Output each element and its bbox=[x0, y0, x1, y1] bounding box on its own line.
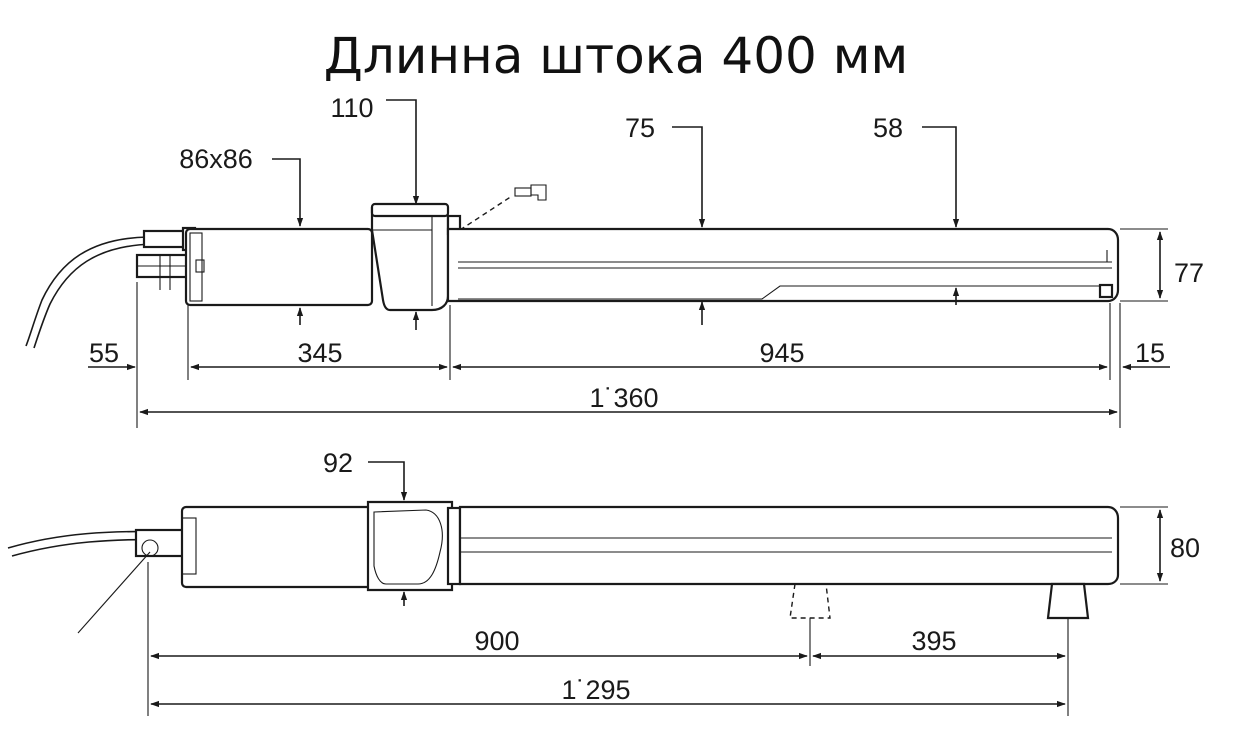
dim-end-offset: 15 bbox=[1135, 338, 1165, 368]
callout-cover: 110 bbox=[330, 93, 373, 123]
bottom-view: 92 80 900 395 1˙295 bbox=[7, 448, 1200, 716]
dim-top-total: 1˙360 bbox=[589, 383, 658, 413]
bottom-motor-housing bbox=[180, 505, 374, 589]
bottom-front-bracket-dashed bbox=[789, 583, 831, 619]
dim-tube-len: 945 bbox=[759, 338, 804, 368]
top-release-cover bbox=[370, 206, 450, 312]
bottom-tube bbox=[458, 505, 1120, 586]
dim-left-offset: 55 bbox=[89, 338, 119, 368]
top-cable-gland bbox=[142, 229, 186, 249]
top-view: 86x86 110 75 58 77 55 345 945 15 bbox=[25, 93, 1204, 428]
top-tube bbox=[446, 227, 1120, 303]
page-title: Длинна штока 400 мм bbox=[324, 27, 908, 85]
dim-bottom-height: 80 bbox=[1170, 533, 1200, 563]
dim-to-bracket: 900 bbox=[474, 626, 519, 656]
dim-bottom-total: 1˙295 bbox=[561, 675, 630, 705]
callout-rod: 58 bbox=[873, 113, 903, 143]
dim-top-height: 77 bbox=[1174, 258, 1204, 288]
callout-tube: 75 bbox=[625, 113, 655, 143]
callout-bottom-cover: 92 bbox=[323, 448, 353, 478]
dim-motor-len: 345 bbox=[297, 338, 342, 368]
bottom-rear-bracket bbox=[1046, 582, 1090, 620]
callout-housing: 86x86 bbox=[179, 144, 253, 174]
top-cable bbox=[25, 236, 149, 347]
dim-bracket-to-end: 395 bbox=[911, 626, 956, 656]
key-icon bbox=[459, 184, 547, 231]
top-motor-housing bbox=[184, 227, 374, 307]
bottom-release-cover bbox=[366, 500, 454, 592]
